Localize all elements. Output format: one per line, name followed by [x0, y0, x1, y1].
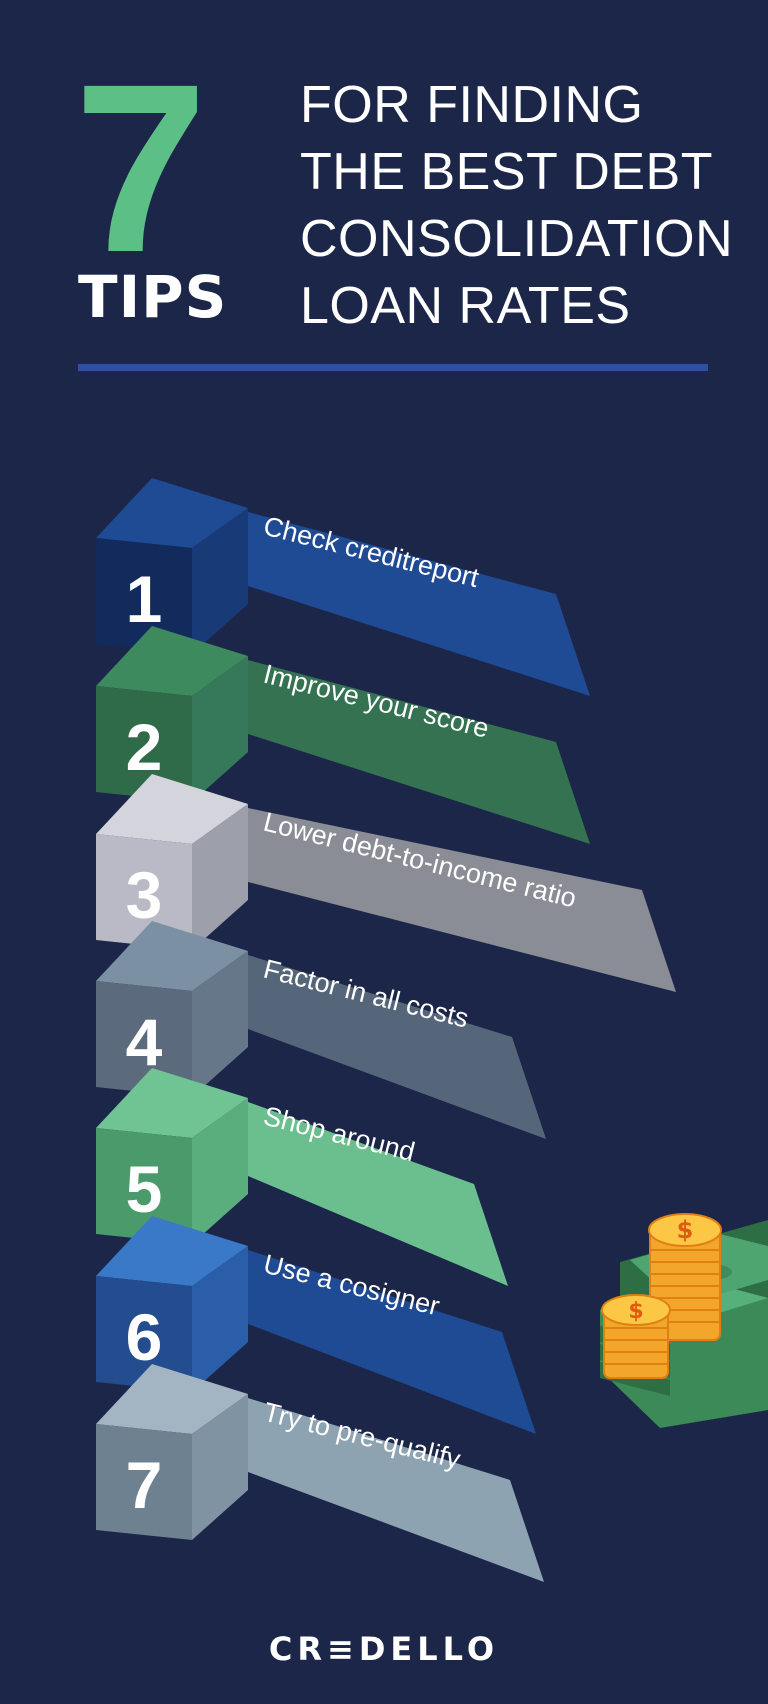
step-block-front	[96, 538, 192, 654]
step-block-side	[192, 951, 248, 1097]
step-block-front	[96, 686, 192, 802]
header: 7 TIPS FOR FINDING THE BEST DEBT CONSOLI…	[0, 0, 768, 380]
step-block-side	[192, 804, 248, 950]
title-tips-word: TIPS	[78, 263, 228, 331]
step-number: 4	[126, 1005, 163, 1079]
brand-logo: CR≡DELLO	[0, 1630, 768, 1668]
step-ribbon	[248, 1398, 544, 1582]
step-number: 3	[126, 858, 163, 932]
title-number: 7	[74, 34, 207, 302]
header-divider	[78, 364, 708, 371]
step-ribbon	[248, 512, 590, 696]
step-block-top	[96, 921, 248, 991]
headline-line-2: THE BEST DEBT	[300, 143, 713, 201]
step-block-top	[96, 1364, 248, 1434]
step-block-top	[96, 1068, 248, 1138]
svg-text:$: $	[677, 1216, 694, 1244]
money-illustration: $ $	[590, 1210, 768, 1480]
step-ribbon	[248, 660, 590, 844]
step-ribbon	[248, 1102, 508, 1286]
step-block-front	[96, 1128, 192, 1244]
step-block-front	[96, 1276, 192, 1392]
step-block-side	[192, 508, 248, 654]
step-block-top	[96, 1216, 248, 1286]
step-block-side	[192, 1394, 248, 1540]
step-ribbon	[248, 808, 676, 992]
step-block-front	[96, 981, 192, 1097]
headline: FOR FINDING THE BEST DEBT CONSOLIDATION …	[300, 72, 733, 340]
step-ribbon	[248, 1250, 536, 1434]
step-block-top	[96, 478, 248, 548]
step-number: 1	[126, 562, 163, 636]
step-number: 2	[126, 710, 163, 784]
brand-name: CR≡DELLO	[268, 1630, 500, 1668]
step-block-side	[192, 1098, 248, 1244]
step-block-top	[96, 774, 248, 844]
step-number: 6	[126, 1300, 163, 1374]
headline-line-4: LOAN RATES	[300, 277, 631, 335]
step-block-top	[96, 626, 248, 696]
step-number: 5	[126, 1152, 163, 1226]
headline-line-1: FOR FINDING	[300, 76, 644, 134]
step-ribbon	[248, 955, 546, 1139]
step-number: 7	[126, 1448, 163, 1522]
step-block-side	[192, 656, 248, 802]
step-block-front	[96, 834, 192, 950]
step-block-side	[192, 1246, 248, 1392]
cash-and-coins-icon: $ $	[600, 1213, 768, 1428]
svg-text:$: $	[628, 1299, 643, 1324]
headline-line-3: CONSOLIDATION	[300, 210, 734, 268]
step-block-front	[96, 1424, 192, 1540]
